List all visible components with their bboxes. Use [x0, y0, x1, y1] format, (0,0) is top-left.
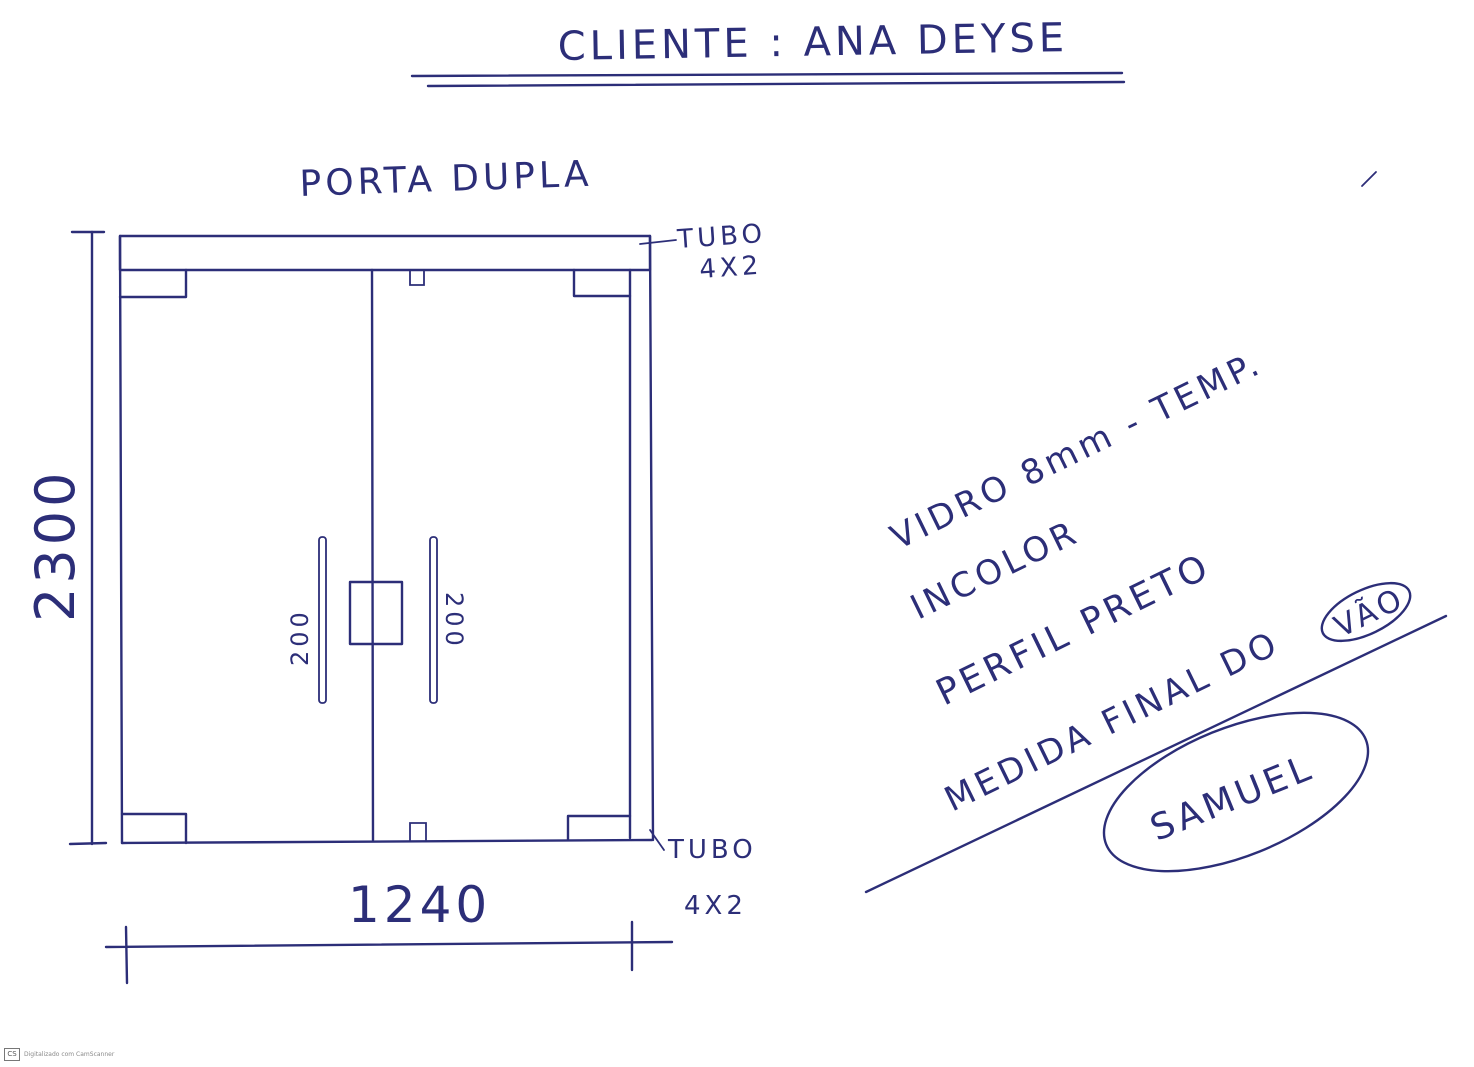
- height-dimension: 2300: [24, 230, 108, 846]
- pivot-bottom: [409, 822, 427, 841]
- door-drawing: 200 200: [118, 234, 655, 845]
- height-dim-label: 2300: [24, 469, 87, 622]
- camscanner-logo: CS: [4, 1048, 20, 1061]
- handle-left-label: 200: [286, 608, 314, 666]
- door-title: PORTA DUPLA: [299, 154, 593, 205]
- door-split: [370, 268, 375, 842]
- top-tube: [118, 234, 652, 272]
- vao-circle: [1320, 581, 1412, 643]
- signature-circle: [1102, 711, 1370, 873]
- note-glass: VIDRO 8mm - TEMP.: [884, 343, 1268, 558]
- tube-bottom-line2: 4X2: [684, 891, 747, 921]
- fitting-bottom-left: [120, 812, 188, 845]
- fitting-top-left: [118, 268, 188, 299]
- tube-top-line2: 4X2: [698, 251, 763, 285]
- handle-right-label: 200: [440, 592, 468, 650]
- fitting-top-right: [572, 268, 632, 298]
- tube-bottom-leader: [649, 829, 665, 851]
- client-heading: CLIENTE : ANA DEYSE: [557, 15, 1068, 70]
- pivot-top: [409, 269, 425, 286]
- header-underline-2: [426, 80, 1126, 88]
- lock-box: [348, 580, 404, 646]
- width-dimension: 1240: [104, 876, 674, 985]
- handle-right-bar: [429, 536, 438, 704]
- handle-left-bar: [318, 536, 327, 704]
- note-measure-circled: VÃO: [1320, 580, 1412, 645]
- width-dim-label: 1240: [348, 876, 491, 934]
- tube-top-leader: [639, 239, 677, 245]
- scanner-footer: CS Digitalizado com CamScanner: [4, 1048, 114, 1061]
- notes-baseline: [864, 614, 1448, 894]
- right-tube-outer: [648, 234, 655, 842]
- tube-bottom-line1: TUBO: [667, 835, 757, 865]
- bottom-line: [120, 838, 654, 845]
- stray-mark: [1361, 171, 1377, 187]
- camscanner-text: Digitalizado com CamScanner: [24, 1051, 115, 1058]
- tube-top-line1: TUBO: [675, 219, 767, 255]
- left-jamb: [118, 234, 124, 845]
- width-dim-tick-left: [124, 925, 129, 985]
- width-dim-line: [104, 940, 674, 949]
- header-underline-1: [410, 71, 1124, 78]
- height-dim-tick-bottom: [68, 841, 108, 846]
- fitting-bottom-right: [566, 814, 632, 842]
